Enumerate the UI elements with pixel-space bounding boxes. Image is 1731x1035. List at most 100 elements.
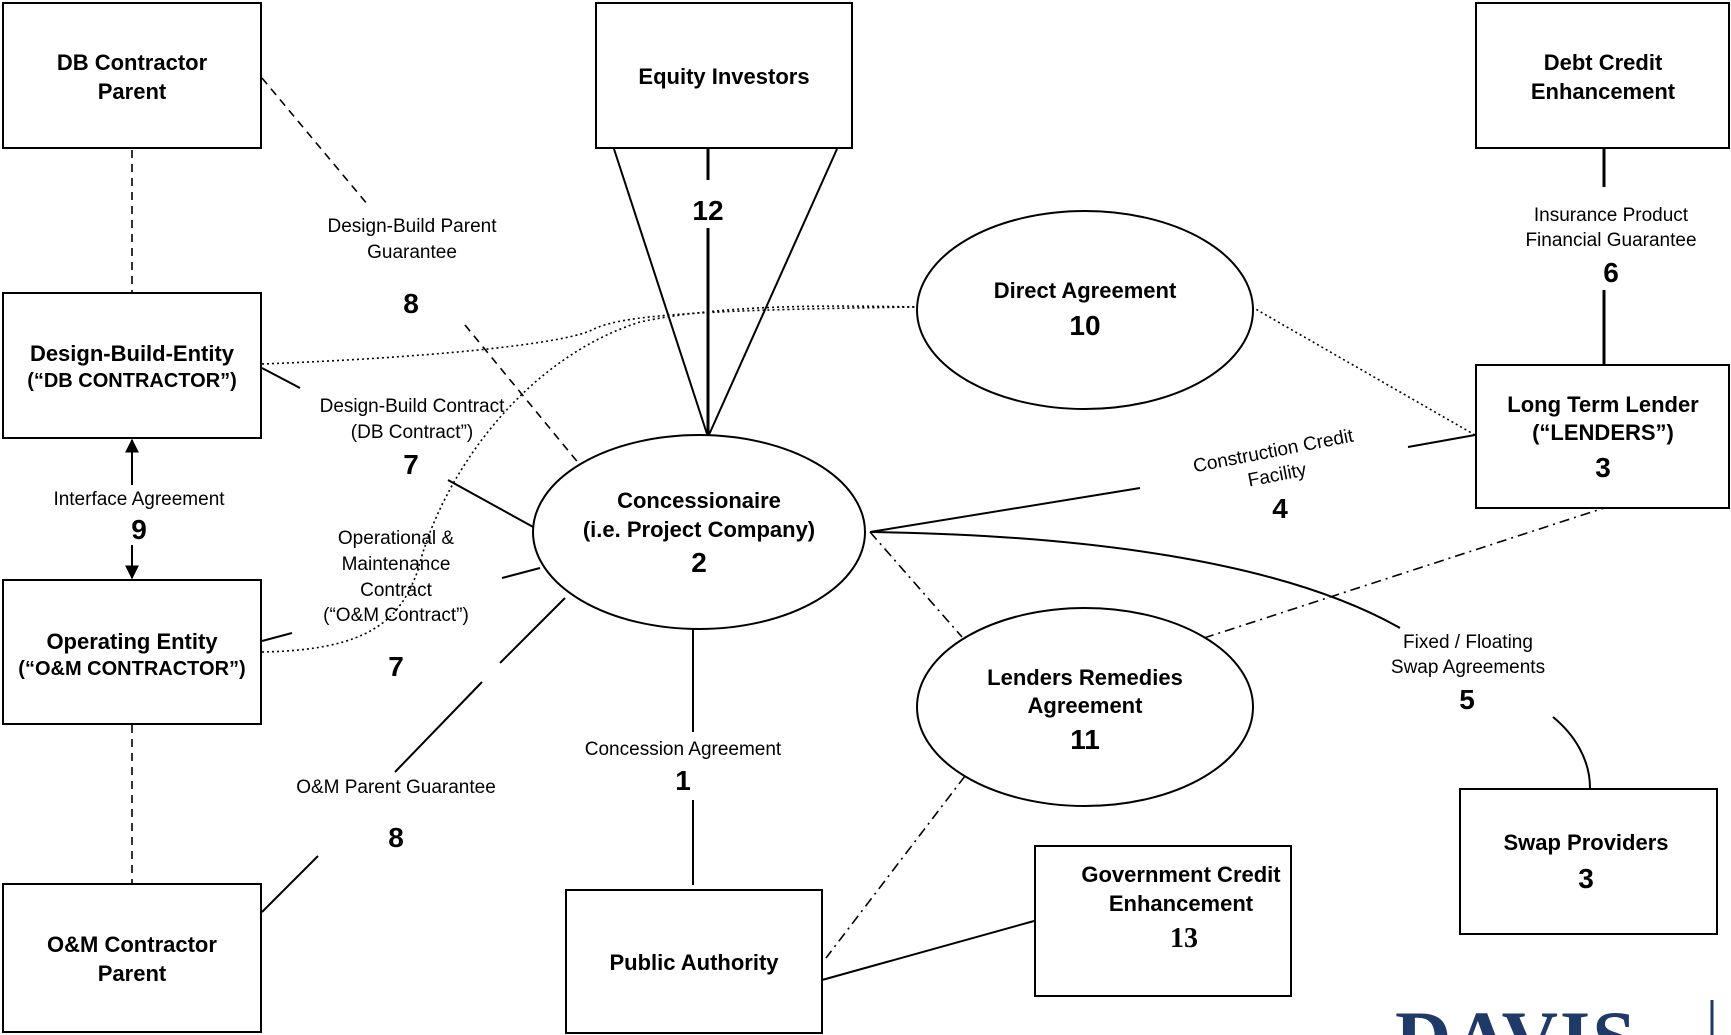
gov-credit-line1: Government Credit (1081, 862, 1281, 887)
db-parent-guarantee-num: 8 (403, 288, 419, 319)
db-parent-guarantee-label: Design-Build Parent Guarantee 8 (328, 216, 498, 319)
db-contract-line1: Design-Build Contract (320, 396, 506, 417)
om-contract-line-right (501, 567, 541, 579)
swap-curve-upper (869, 531, 1401, 629)
db-parent-guarantee-line-lower (464, 324, 581, 466)
db-contract-num: 7 (403, 449, 419, 480)
direct-agreement-ellipse: Direct Agreement 10 (916, 210, 1254, 410)
construction-facility-line-left (869, 487, 1141, 533)
gov-credit-num: 13 (1170, 923, 1198, 954)
debt-credit-line1: Debt Credit (1544, 50, 1663, 75)
concessionaire-line1: Concessionaire (617, 488, 781, 513)
concessionaire-line2: (i.e. Project Company) (583, 517, 815, 542)
swap-providers-line1: Swap Providers (1503, 830, 1668, 855)
operating-line2: (“O&M CONTRACTOR”) (18, 658, 245, 680)
om-guarantee-line-a (499, 597, 566, 664)
om-contract-line4: (“O&M Contract”) (323, 605, 469, 626)
db-contractor-parent-box: DB Contractor Parent (2, 2, 262, 149)
om-parent-guarantee-num: 8 (388, 822, 404, 853)
equity-label: Equity Investors (638, 64, 809, 89)
db-contract-line-lower (447, 479, 536, 529)
debt-credit-enhancement-box: Debt Credit Enhancement (1475, 2, 1730, 149)
design-build-entity-box: Design-Build-Entity (“DB CONTRACTOR”) (2, 292, 262, 439)
interface-line1: Interface Agreement (53, 489, 225, 510)
firm-logo: DAVIS (1395, 995, 1714, 1035)
gov-credit-line2: Enhancement (1109, 891, 1254, 916)
construction-credit-label: Construction Credit Facility 4 (1191, 426, 1355, 524)
insurance-line2: Financial Guarantee (1525, 230, 1696, 251)
equity-funnel-left (613, 148, 709, 438)
swap-agreements-label: Fixed / Floating Swap Agreements 5 (1391, 632, 1545, 715)
db-parent-guarantee-line2: Guarantee (367, 242, 457, 263)
db-contract-line2: (DB Contract”) (351, 422, 473, 443)
db-entity-line1: Design-Build-Entity (30, 341, 235, 366)
db-entity-line2: (“DB CONTRACTOR”) (27, 370, 237, 392)
lender-num: 3 (1595, 452, 1611, 483)
db-parent-line2: Parent (98, 79, 167, 104)
db-parent-line1: DB Contractor (57, 50, 208, 75)
remedies-to-public-authority (825, 775, 966, 959)
insurance-line1: Insurance Product (1534, 205, 1689, 226)
concession-num: 1 (675, 765, 691, 796)
db-parent-guarantee-line1: Design-Build Parent (328, 216, 498, 237)
remedies-to-concessionaire (869, 531, 963, 638)
swap-line2: Swap Agreements (1391, 657, 1545, 678)
operating-line1: Operating Entity (46, 629, 218, 654)
swap-line1: Fixed / Floating (1403, 632, 1533, 653)
om-parent-guarantee-line1: O&M Parent Guarantee (296, 777, 496, 798)
direct-agreement-curve-om (261, 305, 916, 653)
logo-text: DAVIS (1395, 995, 1638, 1035)
direct-agreement-line1: Direct Agreement (994, 278, 1177, 303)
db-contract-label: Design-Build Contract (DB Contract”) 7 (320, 396, 506, 480)
long-term-lender-box: Long Term Lender (“LENDERS”) 3 (1475, 364, 1730, 509)
insurance-guarantee-label: Insurance Product Financial Guarantee 6 (1525, 205, 1696, 288)
om-parent-line1: O&M Contractor (47, 932, 217, 957)
om-contract-line1: Operational & (338, 528, 455, 549)
om-contract-line2: Maintenance (342, 554, 451, 575)
lenders-remedies-ellipse: Lenders Remedies Agreement 11 (916, 607, 1254, 807)
equity-investors-box: Equity Investors (595, 2, 853, 149)
interface-num: 9 (131, 514, 147, 545)
direct-agreement-to-lender (1251, 306, 1476, 436)
lenders-remedies-num: 11 (1070, 724, 1100, 755)
om-parent-guarantee-label: O&M Parent Guarantee 8 (296, 777, 496, 853)
om-contract-line-left (261, 632, 293, 642)
construction-num: 4 (1272, 493, 1288, 524)
interface-agreement-label: Interface Agreement 9 (53, 489, 225, 545)
om-guarantee-line-c (261, 855, 319, 913)
remedies-to-lender (1203, 507, 1605, 639)
construction-facility-line-right (1407, 434, 1476, 448)
insurance-num: 6 (1603, 257, 1619, 288)
lender-line1: Long Term Lender (1507, 392, 1699, 417)
swap-providers-box: Swap Providers 3 (1459, 788, 1718, 935)
public-authority-box: Public Authority (565, 889, 823, 1034)
db-parent-guarantee-line-upper (261, 77, 369, 206)
direct-agreement-curve-db (261, 306, 916, 365)
om-contract-num: 7 (388, 651, 404, 682)
gov-credit-enhancement-box: Government Credit Enhancement 13 (1034, 845, 1292, 997)
concessionaire-ellipse: Concessionaire (i.e. Project Company) 2 (532, 434, 866, 630)
om-guarantee-line-b (394, 681, 483, 773)
om-contract-label: Operational & Maintenance Contract (“O&M… (323, 528, 469, 682)
swap-num: 5 (1459, 684, 1475, 715)
lenders-remedies-line1: Lenders Remedies (987, 665, 1183, 690)
db-contract-line-upper (261, 367, 301, 389)
om-parent-line2: Parent (98, 961, 167, 986)
om-contract-line3: Contract (360, 580, 433, 601)
equity-num: 12 (692, 195, 723, 226)
equity-funnel-right (707, 148, 838, 438)
public-authority-label: Public Authority (609, 950, 779, 975)
debt-credit-line2: Enhancement (1531, 79, 1676, 104)
gov-credit-line (821, 920, 1035, 981)
om-contractor-parent-box: O&M Contractor Parent (2, 883, 262, 1033)
swap-providers-num: 3 (1578, 863, 1594, 894)
concessionaire-num: 2 (691, 547, 707, 578)
concession-line1: Concession Agreement (585, 739, 782, 760)
lender-line2: (“LENDERS”) (1532, 420, 1674, 445)
lenders-remedies-line2: Agreement (1028, 693, 1144, 718)
concession-agreement-label: Concession Agreement 1 (585, 739, 782, 796)
swap-curve-lower (1552, 716, 1591, 789)
operating-entity-box: Operating Entity (“O&M CONTRACTOR”) (2, 579, 262, 725)
direct-agreement-num: 10 (1069, 310, 1100, 341)
